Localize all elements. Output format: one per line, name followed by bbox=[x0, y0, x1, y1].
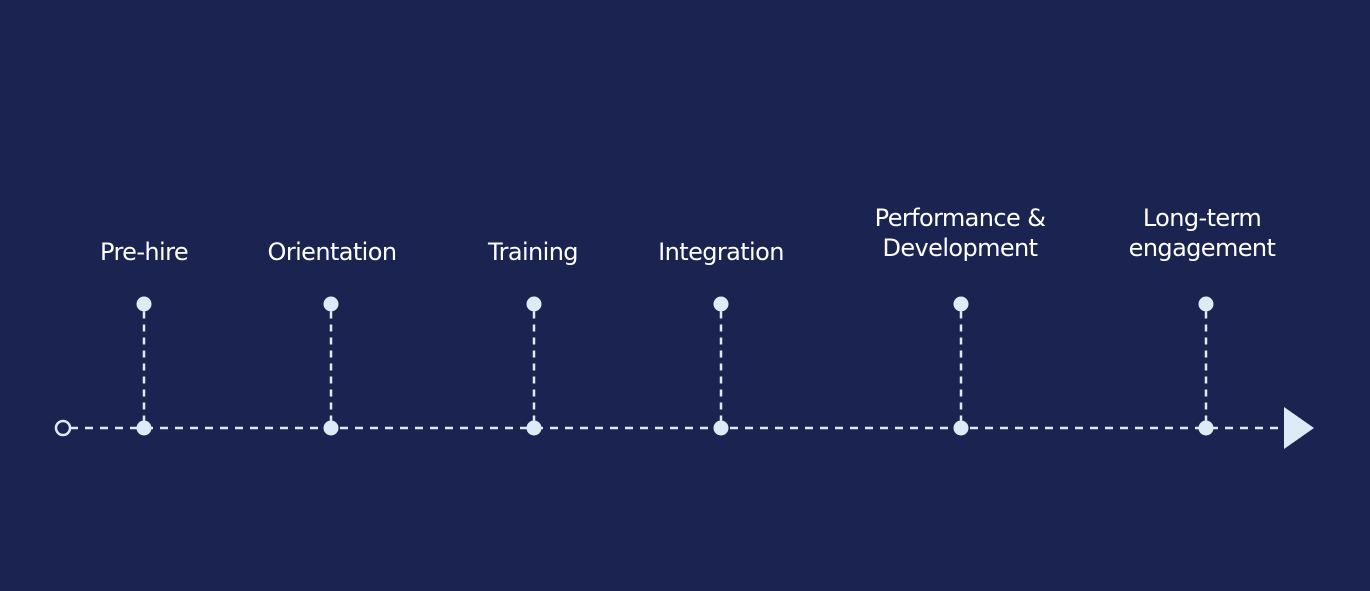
stage-axis-dot-orientation bbox=[323, 420, 339, 436]
stage-axis-dot-integration bbox=[713, 420, 729, 436]
stage-top-dot-training bbox=[526, 296, 542, 312]
stage-axis-dot-long-term-engagement bbox=[1198, 420, 1214, 436]
stage-axis-dot-performance-development bbox=[953, 420, 969, 436]
stage-label-orientation: Orientation bbox=[267, 238, 398, 266]
stage-markers bbox=[136, 296, 1214, 436]
stage-label-long-term-engagement: Long-term engagement bbox=[1128, 204, 1276, 262]
stage-label-integration: Integration bbox=[658, 238, 784, 266]
stage-axis-dot-pre-hire bbox=[136, 420, 152, 436]
timeline-arrow-head bbox=[1284, 407, 1314, 449]
stage-axis-dot-training bbox=[526, 420, 542, 436]
timeline-start-marker bbox=[54, 419, 72, 437]
stage-top-dot-pre-hire bbox=[136, 296, 152, 312]
stage-top-dot-integration bbox=[713, 296, 729, 312]
stage-top-dot-orientation bbox=[323, 296, 339, 312]
stage-label-performance-development: Performance & Development bbox=[874, 204, 1046, 262]
stage-top-dot-performance-development bbox=[953, 296, 969, 312]
stage-top-dot-long-term-engagement bbox=[1198, 296, 1214, 312]
stage-label-training: Training bbox=[488, 238, 579, 266]
stage-label-pre-hire: Pre-hire bbox=[99, 238, 189, 266]
